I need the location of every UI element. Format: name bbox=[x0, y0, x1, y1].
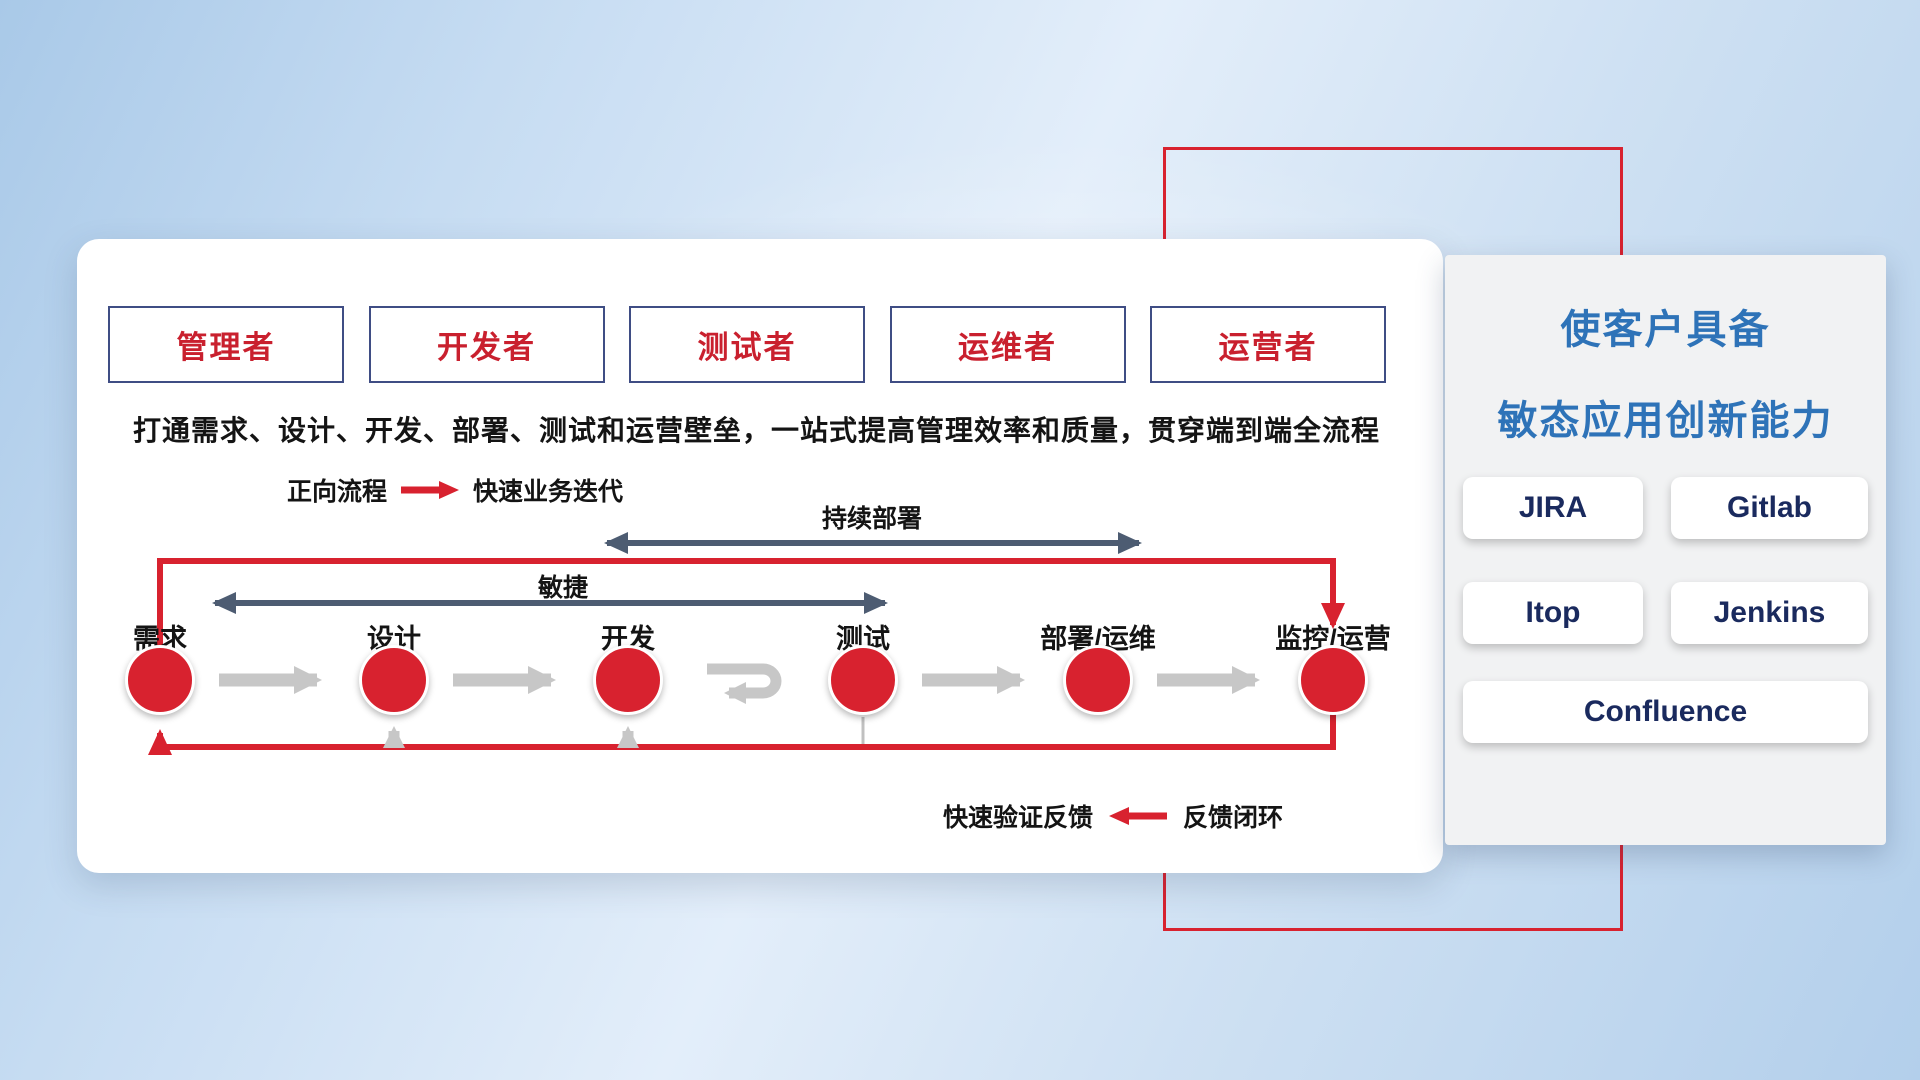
feedback-loop-arrow bbox=[148, 713, 1336, 755]
panel-title-line2: 敏态应用创新能力 bbox=[1497, 399, 1834, 443]
flow-arrow-layer bbox=[148, 532, 1345, 755]
role-box-developer: 开发者 bbox=[368, 306, 605, 383]
feedback-flow-legend: 快速验证反馈 反馈闭环 bbox=[943, 799, 1283, 833]
forward-flow-legend: 正向流程 快速业务迭代 bbox=[287, 473, 623, 507]
role-box-tester: 测试者 bbox=[629, 306, 865, 383]
iteration-loop-icon bbox=[707, 663, 782, 704]
forward-arrow-icon bbox=[401, 481, 460, 499]
tool-itop: Itop bbox=[1463, 582, 1643, 644]
devops-process-card: 管理者 开发者 测试者 运维者 运营者 打通需求、设计、开发、部署、测试和运营壁… bbox=[77, 239, 1443, 873]
stage-dot-test bbox=[828, 645, 898, 715]
process-description: 打通需求、设计、开发、部署、测试和运营壁垒，一站式提高管理效率和质量，贯穿端到端… bbox=[133, 415, 1381, 446]
panel-title-line1: 使客户具备 bbox=[1560, 308, 1771, 352]
capability-panel: 使客户具备 敏态应用创新能力 JIRA Gitlab Itop Jenkins … bbox=[1445, 255, 1886, 845]
role-box-ops: 运维者 bbox=[889, 306, 1126, 383]
tool-jenkins: Jenkins bbox=[1671, 582, 1868, 644]
tool-gitlab: Gitlab bbox=[1671, 477, 1868, 539]
feedback-arrow-icon bbox=[1109, 807, 1168, 825]
roles-row: 管理者 开发者 测试者 运维者 运营者 bbox=[108, 306, 1386, 383]
tool-jira: JIRA bbox=[1463, 477, 1643, 539]
feedback-flow-label: 反馈闭环 bbox=[1183, 804, 1284, 832]
feedback-flow-value: 快速验证反馈 bbox=[943, 804, 1094, 832]
forward-loop-arrow bbox=[157, 558, 1345, 647]
agile-label: 敏捷 bbox=[537, 574, 588, 602]
forward-flow-label: 正向流程 bbox=[287, 478, 388, 506]
tool-confluence: Confluence bbox=[1463, 681, 1868, 743]
forward-flow-value: 快速业务迭代 bbox=[473, 478, 624, 506]
role-box-operator: 运营者 bbox=[1150, 306, 1386, 383]
continuous-deploy-label: 持续部署 bbox=[821, 505, 922, 533]
stage-dot-monitor-operate bbox=[1298, 645, 1368, 715]
stage-dot-develop bbox=[593, 645, 663, 715]
role-box-manager: 管理者 bbox=[108, 306, 344, 383]
stage-dot-design bbox=[359, 645, 429, 715]
stage-dot-requirement bbox=[125, 645, 195, 715]
stage-dot-deploy-ops bbox=[1063, 645, 1133, 715]
flow-diagram: 持续部署 敏捷 需求 设计 开发 测试 部署/运维 监控/运营 bbox=[77, 239, 1443, 873]
